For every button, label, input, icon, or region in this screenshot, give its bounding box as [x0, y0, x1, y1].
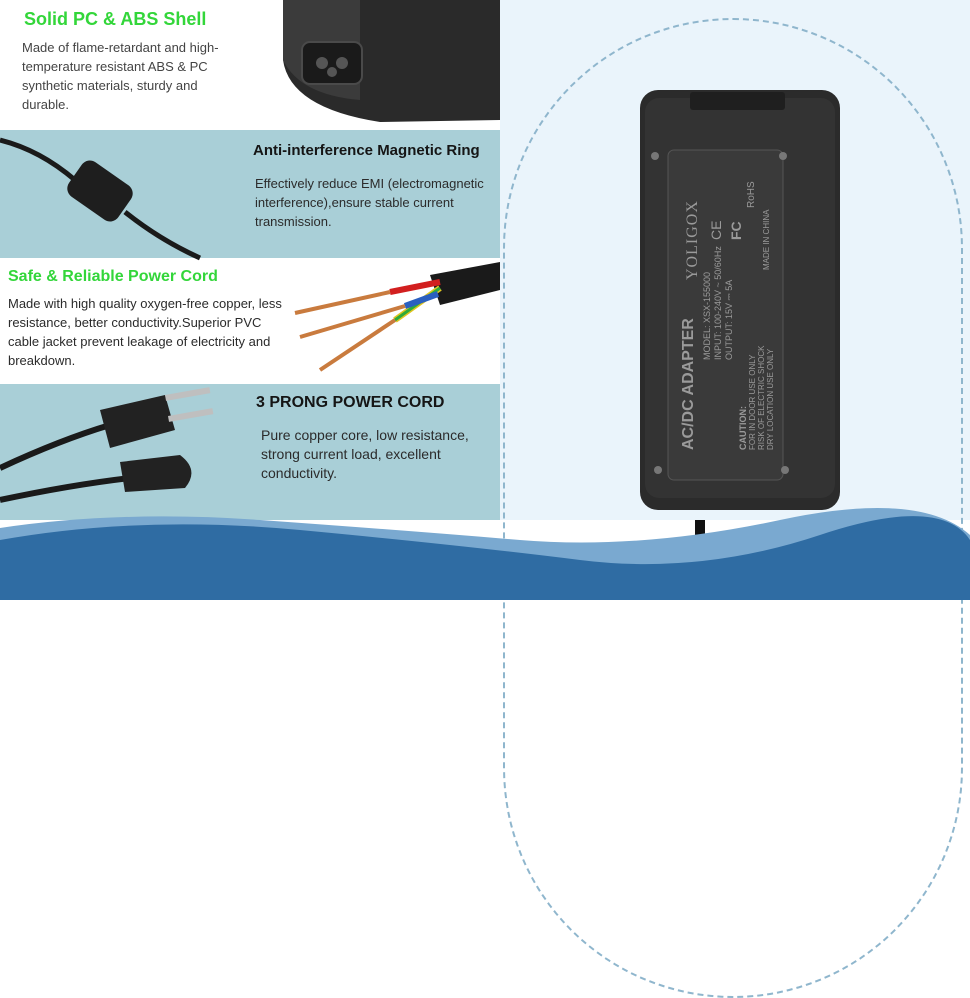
- label-rohs: RoHS: [746, 181, 757, 208]
- feature-panel-power-cord: Safe & Reliable Power Cord Made with hig…: [0, 258, 500, 384]
- label-input: INPUT: 100-240V ~ 50/60Hz: [713, 246, 723, 360]
- ac-dc-adapter: [640, 90, 840, 600]
- product-artwork: [0, 0, 970, 600]
- label-model: MODEL: XSX-155000: [702, 271, 712, 360]
- magnetic-ring-image: [0, 137, 202, 261]
- label-caution-3: DRY LOCATION USE ONLY: [766, 348, 775, 450]
- label-caution-1: FOR IN DOOR USE ONLY: [748, 354, 757, 450]
- feature-title-power-cord: Safe & Reliable Power Cord: [8, 268, 218, 285]
- feature-desc-magnetic-ring: Effectively reduce EMI (electromagnetic …: [255, 176, 484, 229]
- feature-title-shell: Solid PC & ABS Shell: [24, 9, 207, 29]
- feature-desc-power-cord: Made with high quality oxygen-free coppe…: [8, 296, 282, 368]
- bottom-wave-dark: [0, 516, 970, 600]
- feature-desc-3-prong: Pure copper core, low resistance, strong…: [261, 427, 469, 481]
- label-caution-2: RISK OF ELECTRIC SHOCK: [757, 345, 766, 450]
- label-title: AC/DC ADAPTER: [680, 318, 697, 450]
- shell-closeup-image: [283, 0, 500, 122]
- label-brand: YOLIGOX: [684, 200, 701, 280]
- power-cord-image: [294, 262, 500, 372]
- label-caution: CAUTION:: [738, 406, 748, 450]
- feature-title-magnetic-ring: Anti-interference Magnetic Ring: [253, 142, 480, 159]
- label-origin: MADE IN CHINA: [762, 209, 771, 270]
- feature-desc-shell: Made of flame-retardant and high-tempera…: [22, 40, 219, 112]
- feature-panel-3-prong: 3 PRONG POWER CORD Pure copper core, low…: [0, 384, 500, 520]
- feature-title-3-prong: 3 PRONG POWER CORD: [256, 394, 445, 411]
- label-ce: CE: [708, 220, 724, 240]
- label-fc: FC: [728, 221, 744, 240]
- label-output: OUTPUT: 15V ⎓ 5A: [724, 279, 734, 360]
- adapter-label: YOLIGOX AC/DC ADAPTER MODEL: XSX-155000 …: [676, 160, 776, 470]
- three-prong-cord-image: [0, 387, 214, 503]
